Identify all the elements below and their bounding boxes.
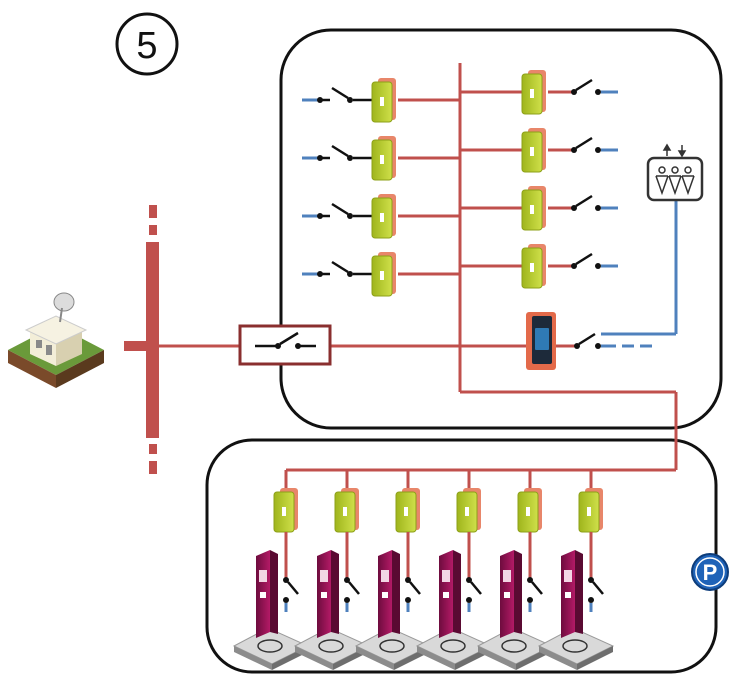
switch-icon bbox=[317, 260, 372, 277]
switch-icon bbox=[317, 202, 372, 219]
ev-charger-icon bbox=[232, 470, 310, 670]
ev-charger-icon bbox=[354, 470, 432, 670]
switch-icon bbox=[571, 194, 601, 211]
inverter-icon bbox=[460, 200, 678, 370]
meter-icon bbox=[395, 488, 420, 533]
ev-charger-bank bbox=[232, 470, 615, 670]
switch-icon bbox=[317, 144, 372, 161]
switch-icon bbox=[571, 78, 601, 95]
meter-icon bbox=[456, 488, 481, 533]
meter-icon bbox=[521, 128, 546, 173]
ev-charger-icon bbox=[537, 470, 615, 670]
meter-icon bbox=[371, 78, 396, 123]
meter-icon bbox=[521, 244, 546, 289]
meter-icon bbox=[371, 136, 396, 181]
switch-icon bbox=[317, 86, 372, 103]
meter-icon bbox=[371, 194, 396, 239]
step-number: 5 bbox=[136, 25, 157, 67]
substation-icon bbox=[8, 292, 104, 388]
ev-charger-icon bbox=[293, 470, 371, 670]
user-group-icon bbox=[646, 143, 704, 202]
meter-icon bbox=[334, 488, 359, 533]
left-meter-bank bbox=[302, 78, 460, 297]
switch-icon bbox=[571, 252, 601, 269]
parking-icon: P bbox=[691, 553, 729, 591]
ev-charger-icon bbox=[415, 470, 493, 670]
meter-icon bbox=[578, 488, 603, 533]
meter-icon bbox=[521, 70, 546, 115]
main-breaker-icon bbox=[238, 324, 332, 366]
parking-label: P bbox=[703, 560, 718, 585]
step-marker: 5 bbox=[115, 12, 179, 76]
meter-icon bbox=[521, 186, 546, 231]
switch-icon bbox=[571, 136, 601, 153]
building-frame bbox=[279, 28, 723, 430]
right-meter-bank bbox=[460, 70, 618, 289]
grid-busbar bbox=[124, 205, 159, 474]
meter-icon bbox=[273, 488, 298, 533]
meter-icon bbox=[517, 488, 542, 533]
ev-charger-icon bbox=[476, 470, 554, 670]
meter-icon bbox=[371, 252, 396, 297]
